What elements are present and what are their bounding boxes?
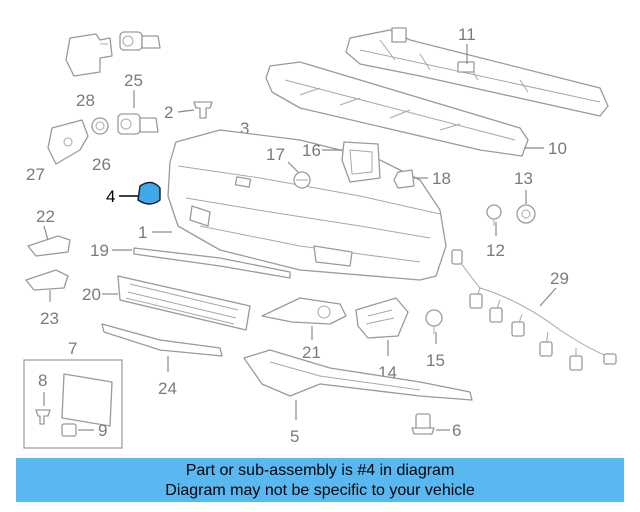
- svg-text:17: 17: [266, 145, 285, 164]
- part-11-reinforcement: [345, 27, 609, 117]
- banner-line-1: Part or sub-assembly is #4 in diagram: [185, 462, 455, 479]
- svg-text:27: 27: [26, 165, 45, 184]
- svg-text:25: 25: [124, 71, 143, 90]
- part-7-kit-box: [23, 359, 123, 449]
- callout-5: 5: [290, 400, 299, 446]
- part-15-clip: [425, 309, 443, 334]
- svg-text:15: 15: [426, 351, 445, 370]
- svg-text:6: 6: [452, 421, 461, 440]
- callout-2: 2: [164, 103, 195, 122]
- info-banner: Part or sub-assembly is #4 in diagram Di…: [16, 458, 624, 502]
- part-13-nut: [516, 204, 536, 224]
- part-20-grille: [117, 275, 251, 331]
- callout-27: 27: [26, 165, 45, 184]
- part-9-nut: [61, 423, 77, 437]
- svg-text:12: 12: [486, 241, 505, 260]
- callout-26: 26: [92, 155, 111, 174]
- svg-text:11: 11: [458, 25, 476, 44]
- part-17-retainer: [293, 171, 311, 189]
- callout-9: 9: [78, 421, 107, 440]
- banner-line-2: Diagram may not be specific to your vehi…: [165, 482, 475, 499]
- part-21-fog-trim: [261, 297, 347, 325]
- svg-text:1: 1: [138, 223, 147, 242]
- svg-text:23: 23: [40, 309, 59, 328]
- svg-text:16: 16: [302, 141, 321, 160]
- svg-text:8: 8: [38, 371, 47, 390]
- callout-15: 15: [426, 332, 445, 370]
- callout-10: 10: [524, 139, 567, 158]
- svg-text:22: 22: [36, 207, 55, 226]
- callout-8: 8: [38, 371, 47, 406]
- callout-20: 20: [82, 285, 118, 304]
- part-6-bolt: [411, 413, 435, 435]
- part-4-cover-cap: [137, 181, 161, 205]
- part-2-clip: [193, 101, 213, 119]
- part-19-trim-strip: [133, 247, 291, 279]
- callout-6: 6: [436, 421, 461, 440]
- part-18-clip: [393, 169, 415, 189]
- svg-text:26: 26: [92, 155, 111, 174]
- part-25-sensor-lower: [117, 113, 159, 135]
- svg-text:29: 29: [550, 269, 569, 288]
- callout-24: 24: [158, 356, 177, 398]
- callout-29: 29: [539, 269, 569, 307]
- part-24-trim: [101, 323, 223, 357]
- callout-12: 12: [486, 222, 505, 260]
- svg-text:20: 20: [82, 285, 101, 304]
- callout-22: 22: [36, 207, 55, 241]
- part-22-bracket: [27, 235, 71, 257]
- svg-text:5: 5: [290, 427, 299, 446]
- part-27-bracket: [47, 119, 89, 165]
- callout-28: 28: [76, 91, 95, 110]
- svg-text:2: 2: [164, 103, 173, 122]
- callout-21: 21: [302, 326, 321, 362]
- part-10-absorber: [265, 61, 529, 157]
- svg-text:13: 13: [514, 169, 533, 188]
- callout-17: 17: [266, 145, 299, 173]
- part-28-bracket: [65, 33, 113, 77]
- part-26-grommet: [91, 117, 109, 135]
- part-5-spoiler: [243, 349, 473, 401]
- svg-text:21: 21: [302, 343, 321, 362]
- callout-23: 23: [40, 290, 59, 328]
- svg-text:24: 24: [158, 379, 177, 398]
- svg-text:7: 7: [68, 339, 77, 358]
- callout-4: 4: [106, 187, 138, 206]
- svg-text:3: 3: [240, 119, 249, 138]
- part-25-sensor: [119, 31, 161, 51]
- svg-text:19: 19: [90, 241, 109, 260]
- part-8-screw: [35, 409, 51, 425]
- svg-text:9: 9: [98, 421, 107, 440]
- callout-11: 11: [458, 25, 476, 64]
- part-23-bracket: [25, 269, 69, 291]
- callout-13: 13: [514, 169, 533, 204]
- callout-7: 7: [68, 339, 77, 358]
- parts-diagram: 11 10 28 25 2: [23, 25, 617, 449]
- callout-1: 1: [138, 223, 172, 242]
- part-29-wiring-harness: [451, 249, 617, 371]
- part-16-tow-cover: [341, 141, 381, 183]
- svg-text:4: 4: [106, 187, 115, 206]
- svg-text:18: 18: [432, 169, 451, 188]
- callout-16: 16: [302, 141, 342, 160]
- callout-25: 25: [124, 71, 143, 108]
- svg-text:10: 10: [548, 139, 567, 158]
- callout-19: 19: [90, 241, 132, 260]
- callout-18: 18: [414, 169, 451, 188]
- part-14-bracket: [355, 297, 409, 339]
- part-12-rivet: [486, 204, 502, 226]
- svg-text:28: 28: [76, 91, 95, 110]
